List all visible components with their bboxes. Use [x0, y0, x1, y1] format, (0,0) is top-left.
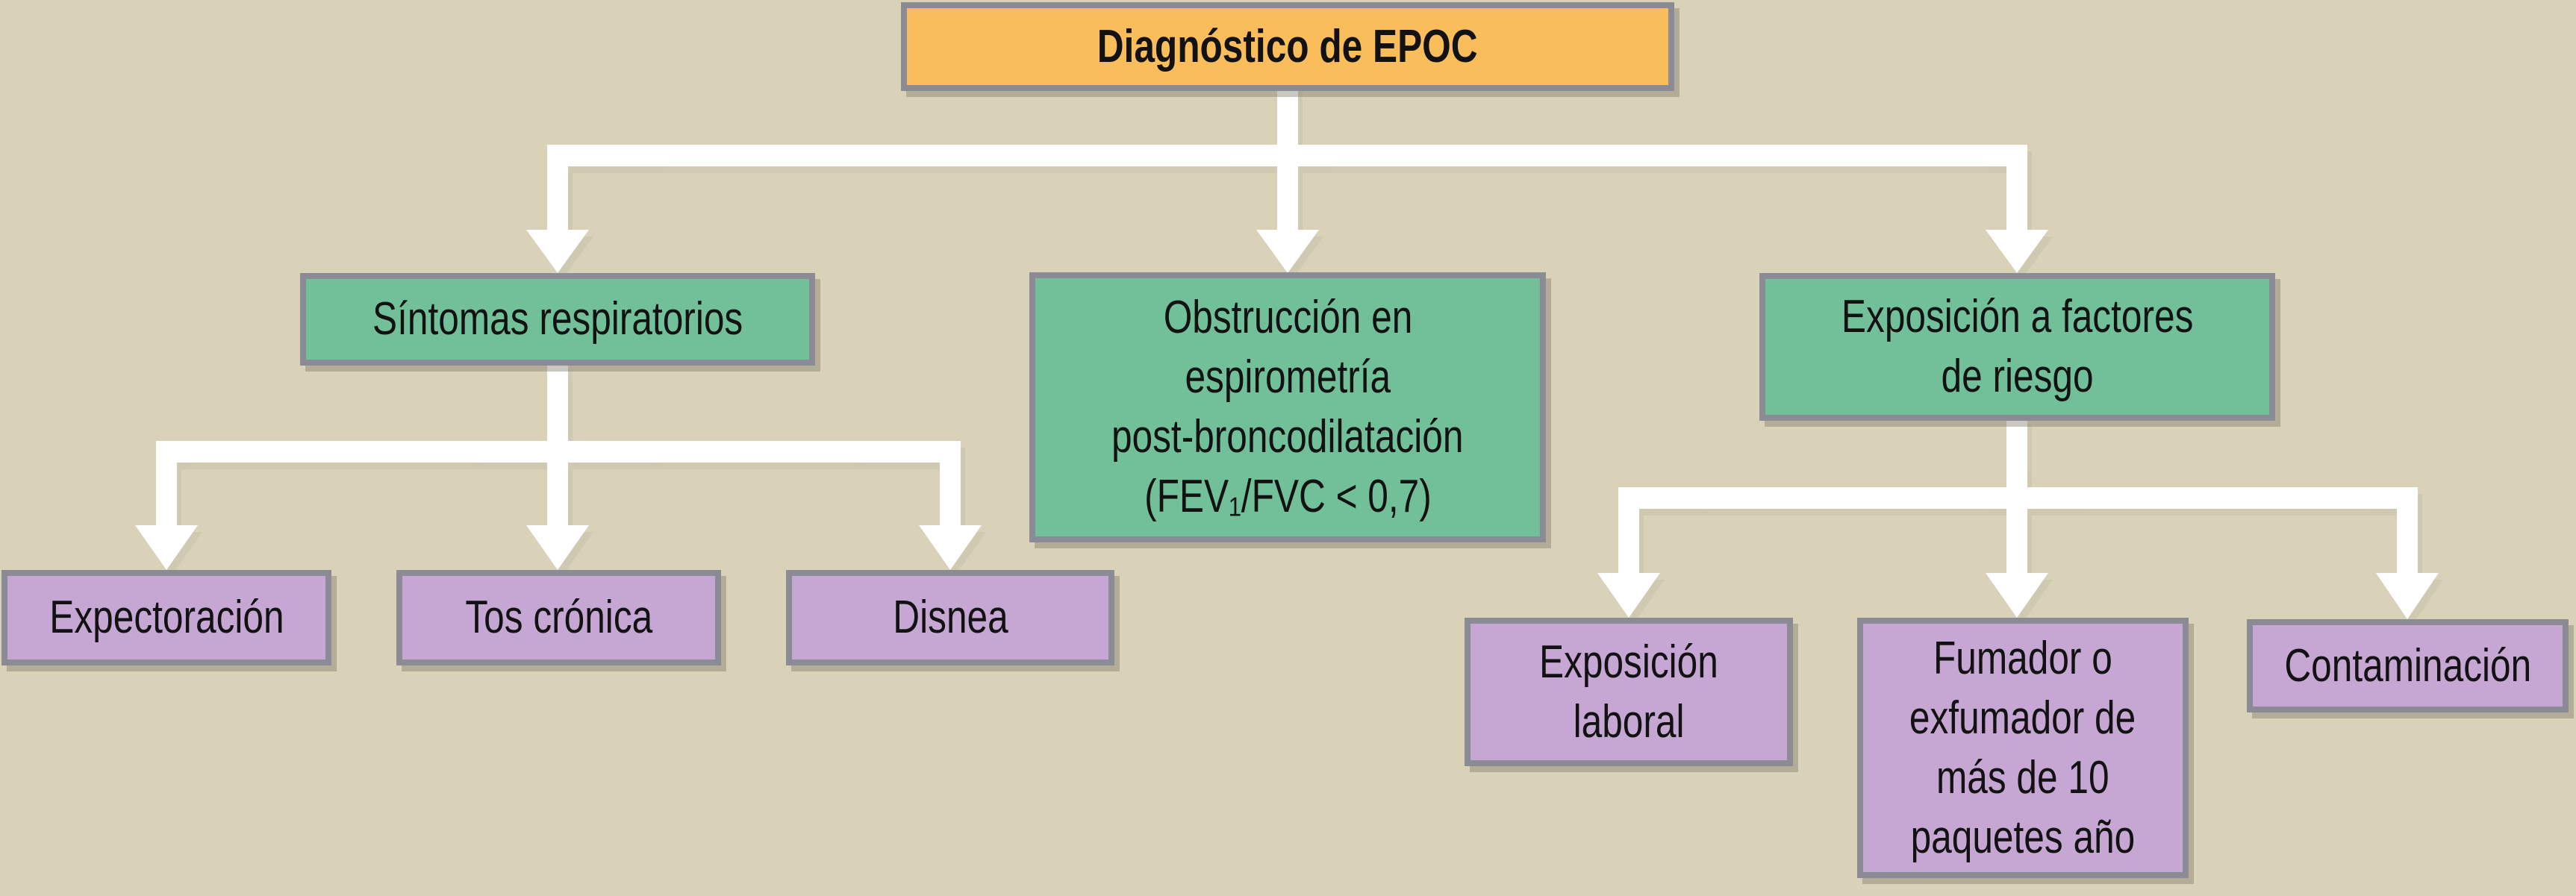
connector-factores-to-risks: [1597, 418, 2439, 619]
node-label: laboral: [1573, 695, 1685, 748]
arrowhead: [526, 230, 589, 273]
arrowhead: [1986, 230, 2048, 273]
arrow-bar: [547, 145, 2027, 166]
node-obstruccion-espirometria: Obstrucción en espirometría post-broncod…: [1029, 272, 1546, 542]
arrowhead: [2376, 573, 2439, 619]
node-label: Obstrucción en: [1163, 292, 1412, 343]
node-label: Diagnóstico de EPOC: [1097, 20, 1478, 72]
connector-sintomas-to-symptoms: [135, 363, 982, 570]
connector-root-to-criteria: [526, 85, 2048, 273]
arrowhead: [919, 525, 982, 570]
node-label: Exposición: [1539, 636, 1718, 688]
node-diagnostico-epoc: Diagnóstico de EPOC: [901, 2, 1674, 91]
node-contaminacion: Contaminación: [2247, 619, 2569, 712]
node-label: más de 10: [1936, 751, 2109, 803]
node-label: Contaminación: [2284, 639, 2531, 692]
arrowhead: [1256, 230, 1319, 273]
node-label: Tos crónica: [465, 592, 652, 643]
node-exposicion-factores-riesgo: Exposición a factores de riesgo: [1759, 273, 2275, 421]
arrow-bar: [1618, 487, 2418, 509]
node-label: exfumador de: [1909, 692, 2136, 744]
node-label: Exposición a factores: [1841, 291, 2194, 342]
node-label: post-broncodilatación: [1111, 411, 1464, 463]
arrow-stem: [2006, 166, 2027, 231]
node-label: Síntomas respiratorios: [372, 293, 743, 345]
arrow-bar: [156, 441, 961, 463]
arrow-stem: [2397, 509, 2418, 574]
node-exposicion-laboral: Exposición laboral: [1465, 618, 1793, 766]
node-label: espirometría: [1185, 351, 1391, 403]
node-label: Disnea: [892, 592, 1008, 643]
arrowhead: [1597, 573, 1660, 618]
node-label: paquetes año: [1910, 811, 2136, 863]
arrow-stem: [156, 463, 177, 527]
node-label: (FEV₁/FVC < 0,7): [1144, 471, 1432, 522]
arrow-stem: [547, 166, 568, 231]
node-fumador-exfumador: Fumador o exfumador de más de 10 paquete…: [1857, 618, 2189, 878]
arrowhead: [526, 525, 589, 570]
arrowhead: [1986, 573, 2048, 618]
node-sintomas-respiratorios: Síntomas respiratorios: [300, 273, 815, 366]
node-label: Fumador o: [1933, 632, 2112, 684]
arrow-stem: [1618, 509, 1639, 574]
node-expectoracion: Expectoración: [1, 570, 331, 665]
node-disnea: Disnea: [786, 570, 1114, 665]
arrow-stem: [940, 463, 961, 527]
arrowhead: [135, 525, 198, 570]
node-label: de riesgo: [1941, 351, 2094, 402]
node-tos-cronica: Tos crónica: [396, 570, 721, 665]
node-label: Expectoración: [49, 592, 284, 643]
